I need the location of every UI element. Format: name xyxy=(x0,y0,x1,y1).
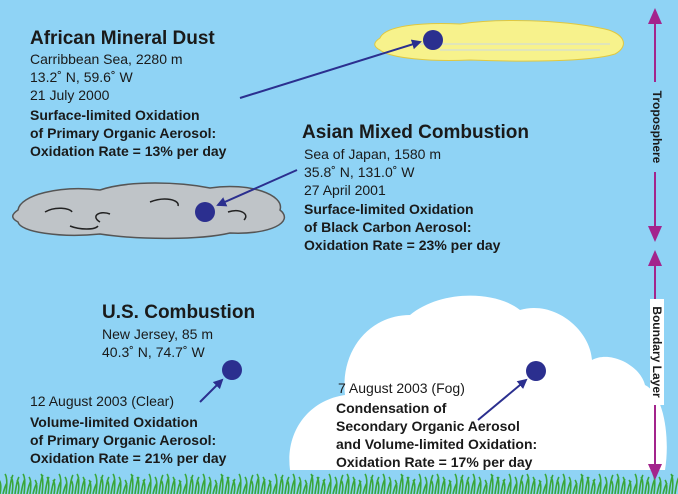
boundary-layer-label: Boundary Layer xyxy=(650,299,664,405)
cloud-swirl-5 xyxy=(69,225,99,230)
asian-line1: Surface-limited Oxidation xyxy=(304,201,474,217)
us-coords: 40.3˚ N, 74.7˚ W xyxy=(102,344,205,360)
african-coords: 13.2˚ N, 59.6˚ W xyxy=(30,69,133,85)
grass-blades xyxy=(0,473,678,494)
asian-line3: Oxidation Rate = 23% per day xyxy=(304,237,501,253)
cloud-swirl-2 xyxy=(95,211,111,223)
clear-line3: Oxidation Rate = 21% per day xyxy=(30,450,227,466)
arrow-asian xyxy=(216,169,298,207)
fog-line1: Condensation of xyxy=(336,400,447,416)
asian-coords: 35.8˚ N, 131.0˚ W xyxy=(304,164,415,180)
fog-line3: and Volume-limited Oxidation: xyxy=(336,436,538,452)
cloud-swirl-4 xyxy=(227,209,247,221)
clear-line1: Volume-limited Oxidation xyxy=(30,414,198,430)
particle-us-clear xyxy=(222,360,242,380)
troposphere-arrow-top xyxy=(648,8,662,24)
asian-line2: of Black Carbon Aerosol: xyxy=(304,219,472,235)
cloud-swirl-3 xyxy=(149,198,179,207)
us-title: U.S. Combustion xyxy=(102,302,256,323)
grass xyxy=(0,473,678,494)
fog-line2: Secondary Organic Aerosol xyxy=(336,418,520,434)
troposphere-label: Troposphere xyxy=(650,82,664,172)
boundary-arrow-top xyxy=(648,250,662,266)
asian-date: 27 April 2001 xyxy=(304,182,386,198)
clear-line2: of Primary Organic Aerosol: xyxy=(30,432,217,448)
african-line3: Oxidation Rate = 13% per day xyxy=(30,143,227,159)
boundary-arrow-bottom xyxy=(648,464,662,480)
african-title: African Mineral Dust xyxy=(30,28,215,49)
fog-line4: Oxidation Rate = 17% per day xyxy=(336,454,533,470)
african-location: Carribbean Sea, 2280 m xyxy=(30,51,183,67)
troposphere-arrow-bottom xyxy=(648,226,662,242)
arrow-us xyxy=(199,378,224,403)
arrow-fog xyxy=(477,378,528,421)
african-line1: Surface-limited Oxidation xyxy=(30,107,200,123)
dust-cloud xyxy=(374,20,624,62)
particle-fog xyxy=(526,361,546,381)
asian-title: Asian Mixed Combustion xyxy=(302,122,529,143)
asian-location: Sea of Japan, 1580 m xyxy=(304,146,441,162)
particle-asian xyxy=(195,202,215,222)
african-line2: of Primary Organic Aerosol: xyxy=(30,125,217,141)
gray-cloud xyxy=(12,182,286,240)
fog-date: 7 August 2003 (Fog) xyxy=(338,380,465,396)
cloud-swirl-1 xyxy=(44,207,73,213)
particle-african xyxy=(423,30,443,50)
fog-cloud xyxy=(289,295,667,470)
african-date: 21 July 2000 xyxy=(30,87,110,103)
arrow-african xyxy=(239,39,422,99)
us-location: New Jersey, 85 m xyxy=(102,326,213,342)
clear-date: 12 August 2003 (Clear) xyxy=(30,393,174,409)
